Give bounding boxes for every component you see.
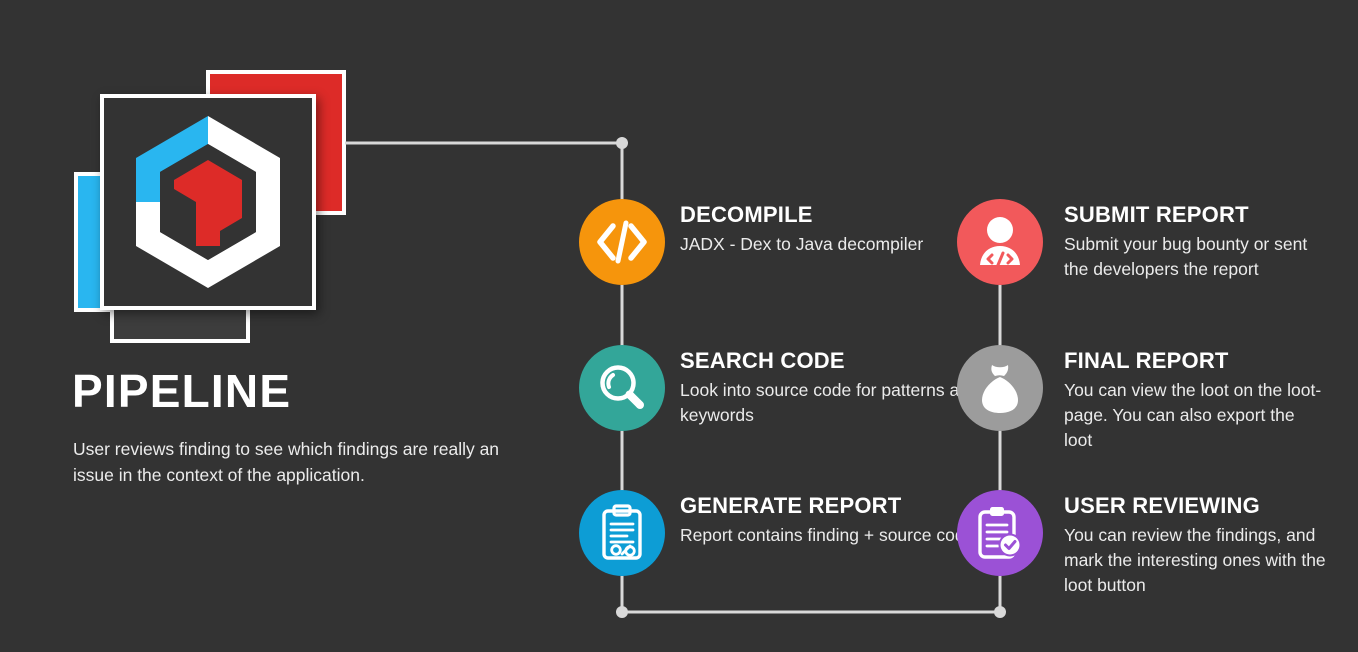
submit-report-text-block: SUBMIT REPORT Submit your bug bounty or …	[1064, 202, 1326, 282]
final-report-icon-badge	[957, 345, 1043, 431]
user-reviewing-text-block: USER REVIEWING You can review the findin…	[1064, 493, 1326, 598]
submit-report-icon-badge	[957, 199, 1043, 285]
submit-report-title: SUBMIT REPORT	[1064, 202, 1249, 227]
search-code-text-block: SEARCH CODE Look into source code for pa…	[680, 348, 980, 428]
final-report-text-block: FINAL REPORT You can view the loot on th…	[1064, 348, 1326, 453]
decompile-title: DECOMPILE	[680, 202, 813, 227]
hexagon-key-icon	[136, 116, 280, 288]
decompile-icon-badge	[579, 199, 665, 285]
generate-report-icon-badge	[579, 490, 665, 576]
clipboard-code-icon	[602, 504, 642, 560]
user-reviewing-title: USER REVIEWING	[1064, 493, 1260, 518]
connector-dot-bottom-right	[994, 606, 1006, 618]
page-description: User reviews finding to see which findin…	[73, 439, 500, 485]
page-title: PIPELINE	[72, 365, 292, 417]
submit-report-description: Submit your bug bounty or sent the devel…	[1064, 234, 1308, 280]
connector-dot-bottom-left	[616, 606, 628, 618]
decompile-text-block: DECOMPILE JADX - Dex to Java decompiler	[680, 202, 980, 257]
decompile-description: JADX - Dex to Java decompiler	[680, 234, 924, 255]
final-report-description: You can view the loot on the loot-page. …	[1064, 380, 1322, 450]
magnifier-icon	[600, 365, 644, 409]
connector-dot-decompile-corner	[616, 137, 628, 149]
logo-card-main	[100, 94, 316, 310]
search-code-description: Look into source code for patterns and k…	[680, 380, 979, 426]
final-report-title: FINAL REPORT	[1064, 348, 1229, 373]
developer-person-icon	[980, 217, 1020, 267]
generate-report-text-block: GENERATE REPORT Report contains finding …	[680, 493, 980, 548]
generate-report-description: Report contains finding + source code	[680, 525, 975, 546]
user-reviewing-icon-badge	[957, 490, 1043, 576]
loot-bag-icon	[982, 365, 1018, 413]
brand-logo-stack	[0, 0, 420, 360]
search-code-title: SEARCH CODE	[680, 348, 845, 373]
user-reviewing-description: You can review the findings, and mark th…	[1064, 525, 1326, 595]
generate-report-title: GENERATE REPORT	[680, 493, 902, 518]
code-brackets-icon	[597, 220, 647, 264]
search-code-icon-badge	[579, 345, 665, 431]
clipboard-check-icon	[978, 507, 1022, 559]
